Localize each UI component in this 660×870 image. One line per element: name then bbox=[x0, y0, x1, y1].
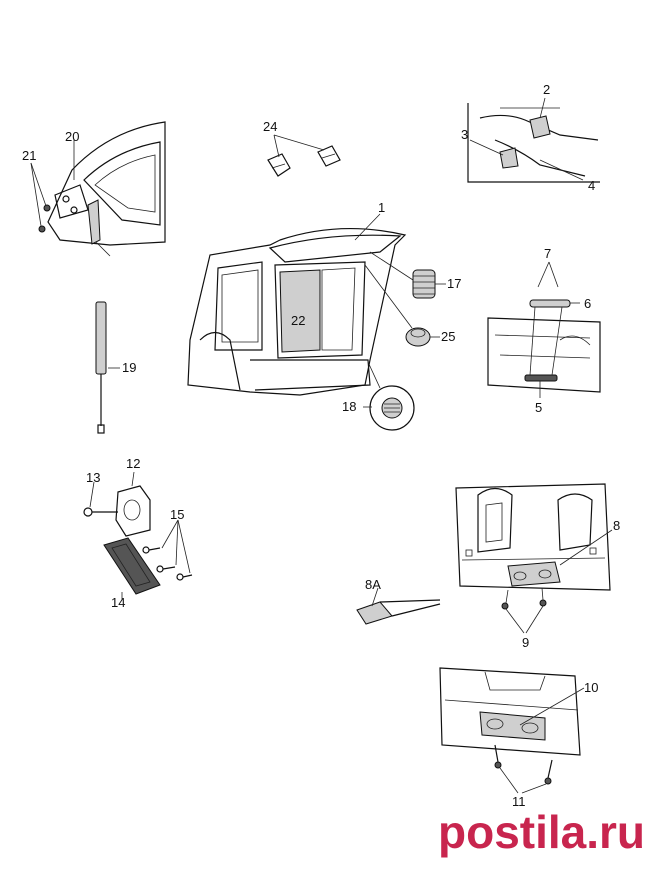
label-11: 11 bbox=[512, 794, 526, 809]
lock-cylinder-drawing bbox=[363, 361, 415, 431]
clips-drawing bbox=[267, 134, 341, 177]
latch-detail-drawing bbox=[467, 97, 600, 183]
bumper-part-drawing bbox=[364, 264, 440, 347]
hinge-assembly-drawing bbox=[30, 121, 166, 257]
striker-drawing bbox=[439, 667, 585, 794]
latch-mount-drawing bbox=[455, 483, 613, 634]
label-13: 13 bbox=[86, 470, 100, 485]
label-8a: 8A bbox=[365, 577, 381, 592]
label-8: 8 bbox=[613, 518, 620, 533]
part-8a-drawing bbox=[356, 587, 441, 625]
label-1: 1 bbox=[378, 200, 385, 215]
label-18: 18 bbox=[342, 399, 356, 414]
label-22: 22 bbox=[291, 313, 305, 328]
vehicle-rear-drawing bbox=[187, 213, 407, 396]
label-3: 3 bbox=[461, 127, 468, 142]
label-5: 5 bbox=[535, 400, 542, 415]
spring-part-drawing bbox=[369, 251, 446, 299]
label-24: 24 bbox=[263, 119, 277, 134]
label-10: 10 bbox=[584, 680, 598, 695]
label-6: 6 bbox=[584, 296, 591, 311]
label-20: 20 bbox=[65, 129, 79, 144]
label-15: 15 bbox=[170, 507, 184, 522]
label-12: 12 bbox=[126, 456, 140, 471]
gas-strut-drawing bbox=[95, 301, 120, 434]
panel-detail-drawing bbox=[487, 261, 601, 398]
label-21: 21 bbox=[22, 148, 36, 163]
label-14: 14 bbox=[111, 595, 125, 610]
watermark-text: postila.ru bbox=[438, 806, 645, 858]
label-7: 7 bbox=[544, 246, 551, 261]
label-4: 4 bbox=[588, 178, 595, 193]
label-9: 9 bbox=[522, 635, 529, 650]
label-19: 19 bbox=[122, 360, 136, 375]
label-25: 25 bbox=[441, 329, 455, 344]
label-17: 17 bbox=[447, 276, 461, 291]
label-2: 2 bbox=[543, 82, 550, 97]
handle-assembly-drawing bbox=[83, 471, 193, 600]
